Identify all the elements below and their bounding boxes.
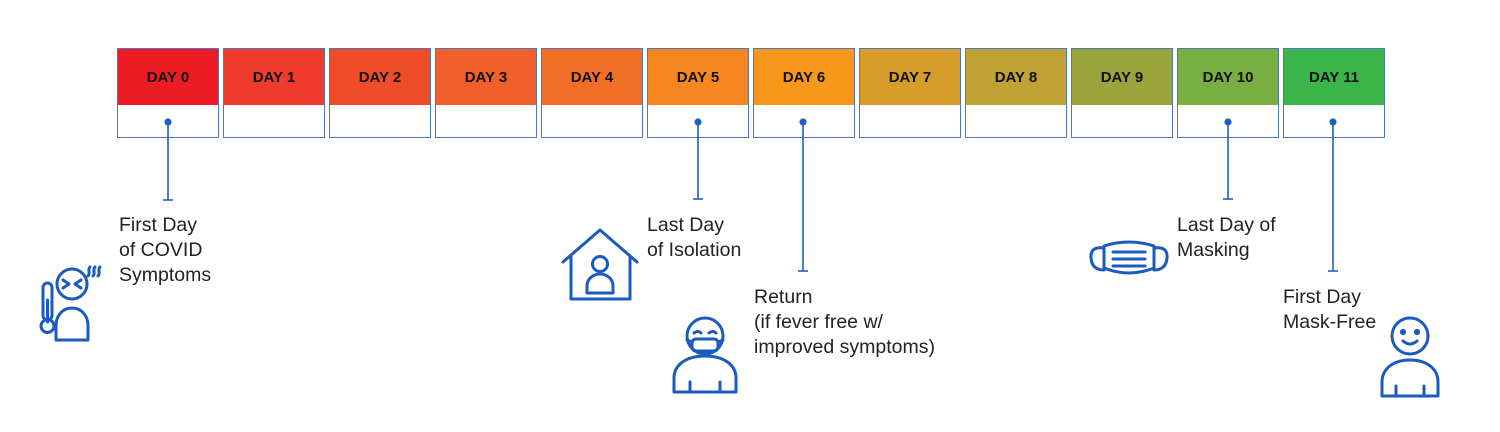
day-label-10: DAY 10	[1178, 49, 1278, 105]
annotation-line: Last Day	[647, 214, 724, 236]
annotation-line: of COVID	[119, 239, 203, 261]
day-box-2: DAY 2	[329, 48, 431, 138]
day-box-9: DAY 9	[1071, 48, 1173, 138]
day-box-5: DAY 5	[647, 48, 749, 138]
annotation-line: Symptoms	[119, 264, 212, 286]
day-slot-7	[860, 105, 960, 137]
day-slot-9	[1072, 105, 1172, 137]
annotation-line: of Isolation	[647, 239, 742, 261]
house-person-icon	[561, 228, 639, 301]
annotation-line: Masking	[1177, 239, 1250, 261]
connector-day-11	[1328, 118, 1338, 272]
annotation-day-5: Last Day of Isolation	[647, 213, 741, 263]
annotation-line: improved symptoms)	[754, 336, 935, 358]
annotation-day-11: First Day Mask-Free	[1283, 285, 1376, 335]
day-box-1: DAY 1	[223, 48, 325, 138]
day-slot-1	[224, 105, 324, 137]
day-box-3: DAY 3	[435, 48, 537, 138]
day-label-9: DAY 9	[1072, 49, 1172, 105]
day-label-11: DAY 11	[1284, 49, 1384, 105]
sick-person-icon	[39, 265, 102, 342]
annotation-line: Last Day of	[1177, 214, 1276, 236]
day-box-0: DAY 0	[117, 48, 219, 138]
day-label-4: DAY 4	[542, 49, 642, 105]
day-label-0: DAY 0	[118, 49, 218, 105]
day-box-4: DAY 4	[541, 48, 643, 138]
day-box-8: DAY 8	[965, 48, 1067, 138]
day-slot-3	[436, 105, 536, 137]
face-mask-icon	[1089, 240, 1169, 275]
day-label-3: DAY 3	[436, 49, 536, 105]
day-label-2: DAY 2	[330, 49, 430, 105]
annotation-line: (if fever free w/	[754, 311, 883, 333]
day-slot-2	[330, 105, 430, 137]
day-label-8: DAY 8	[966, 49, 1066, 105]
connector-day-10	[1223, 118, 1233, 200]
connector-day-5	[693, 118, 703, 200]
day-slot-8	[966, 105, 1066, 137]
day-label-5: DAY 5	[648, 49, 748, 105]
day-box-7: DAY 7	[859, 48, 961, 138]
connector-day-6	[798, 118, 808, 272]
day-label-1: DAY 1	[224, 49, 324, 105]
annotation-line: Mask-Free	[1283, 311, 1377, 333]
annotation-day-10: Last Day of Masking	[1177, 213, 1276, 263]
smiling-person-icon	[1380, 316, 1440, 398]
day-label-6: DAY 6	[754, 49, 854, 105]
day-box-6: DAY 6	[753, 48, 855, 138]
annotation-line: First Day	[1283, 286, 1361, 308]
annotation-day-6: Return (if fever free w/ improved sympto…	[754, 285, 935, 360]
annotation-line: First Day	[119, 214, 197, 236]
day-slot-4	[542, 105, 642, 137]
annotation-line: Return	[754, 286, 813, 308]
annotation-day-0: First Day of COVID Symptoms	[119, 213, 211, 288]
connector-day-0	[163, 118, 173, 201]
day-label-7: DAY 7	[860, 49, 960, 105]
masked-person-icon	[672, 316, 738, 394]
